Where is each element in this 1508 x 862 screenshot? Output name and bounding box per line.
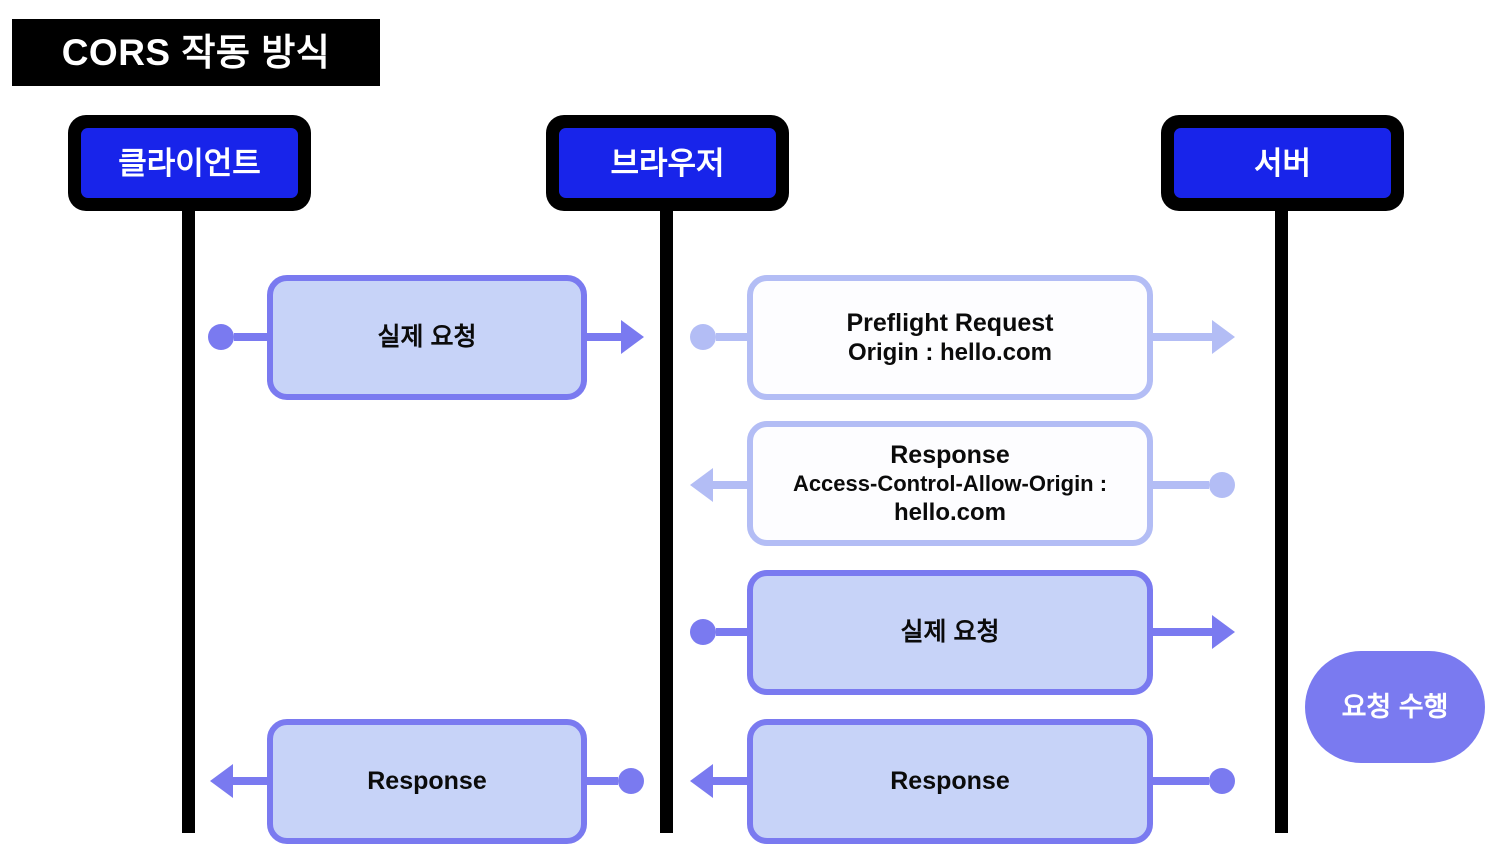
- message-line: 실제 요청: [377, 323, 477, 352]
- page-title: CORS 작동 방식: [61, 32, 331, 73]
- message-actual-request: 실제 요청: [747, 570, 1153, 695]
- lifeline-browser: [660, 205, 673, 833]
- message-line: hello.com: [893, 498, 1007, 526]
- actor-client-body: 클라이언트: [81, 128, 298, 198]
- lifeline-server: [1275, 205, 1288, 833]
- actor-browser-label: 브라우저: [610, 145, 725, 181]
- actor-server-label: 서버: [1253, 145, 1312, 181]
- actor-client-label: 클라이언트: [118, 145, 261, 181]
- message-line: Response: [890, 767, 1010, 796]
- actor-browser-body: 브라우저: [559, 128, 776, 198]
- origin-dot-icon: [690, 324, 716, 350]
- actor-server-body: 서버: [1174, 128, 1391, 198]
- origin-dot-icon: [618, 768, 644, 794]
- arrow-right-icon: [621, 320, 644, 354]
- message-line: Preflight Request: [846, 308, 1054, 337]
- message-line: Access-Control-Allow-Origin :: [792, 470, 1108, 496]
- lifeline-client: [182, 205, 195, 833]
- message-line: Response: [367, 767, 487, 796]
- message-server-response: Response: [747, 719, 1153, 844]
- actor-client: 클라이언트: [68, 115, 311, 211]
- origin-dot-icon: [1209, 472, 1235, 498]
- origin-dot-icon: [208, 324, 234, 350]
- arrow-left-icon: [210, 764, 233, 798]
- arrow-right-icon: [1212, 615, 1235, 649]
- arrow-right-icon: [1212, 320, 1235, 354]
- message-line: Origin : hello.com: [847, 339, 1052, 367]
- actor-server: 서버: [1161, 115, 1404, 211]
- note-perform-request: 요청 수행: [1305, 651, 1485, 763]
- origin-dot-icon: [1209, 768, 1235, 794]
- actor-browser: 브라우저: [546, 115, 789, 211]
- arrow-left-icon: [690, 764, 713, 798]
- message-preflight-request: Preflight Request Origin : hello.com: [747, 275, 1153, 400]
- note-label: 요청 수행: [1341, 691, 1449, 722]
- message-preflight-response: Response Access-Control-Allow-Origin : h…: [747, 421, 1153, 546]
- page-title-banner: CORS 작동 방식: [12, 19, 380, 86]
- message-line: Response: [890, 441, 1010, 470]
- message-browser-response: Response: [267, 719, 587, 844]
- origin-dot-icon: [690, 619, 716, 645]
- arrow-left-icon: [690, 468, 713, 502]
- message-client-request: 실제 요청: [267, 275, 587, 400]
- message-line: 실제 요청: [900, 618, 1000, 647]
